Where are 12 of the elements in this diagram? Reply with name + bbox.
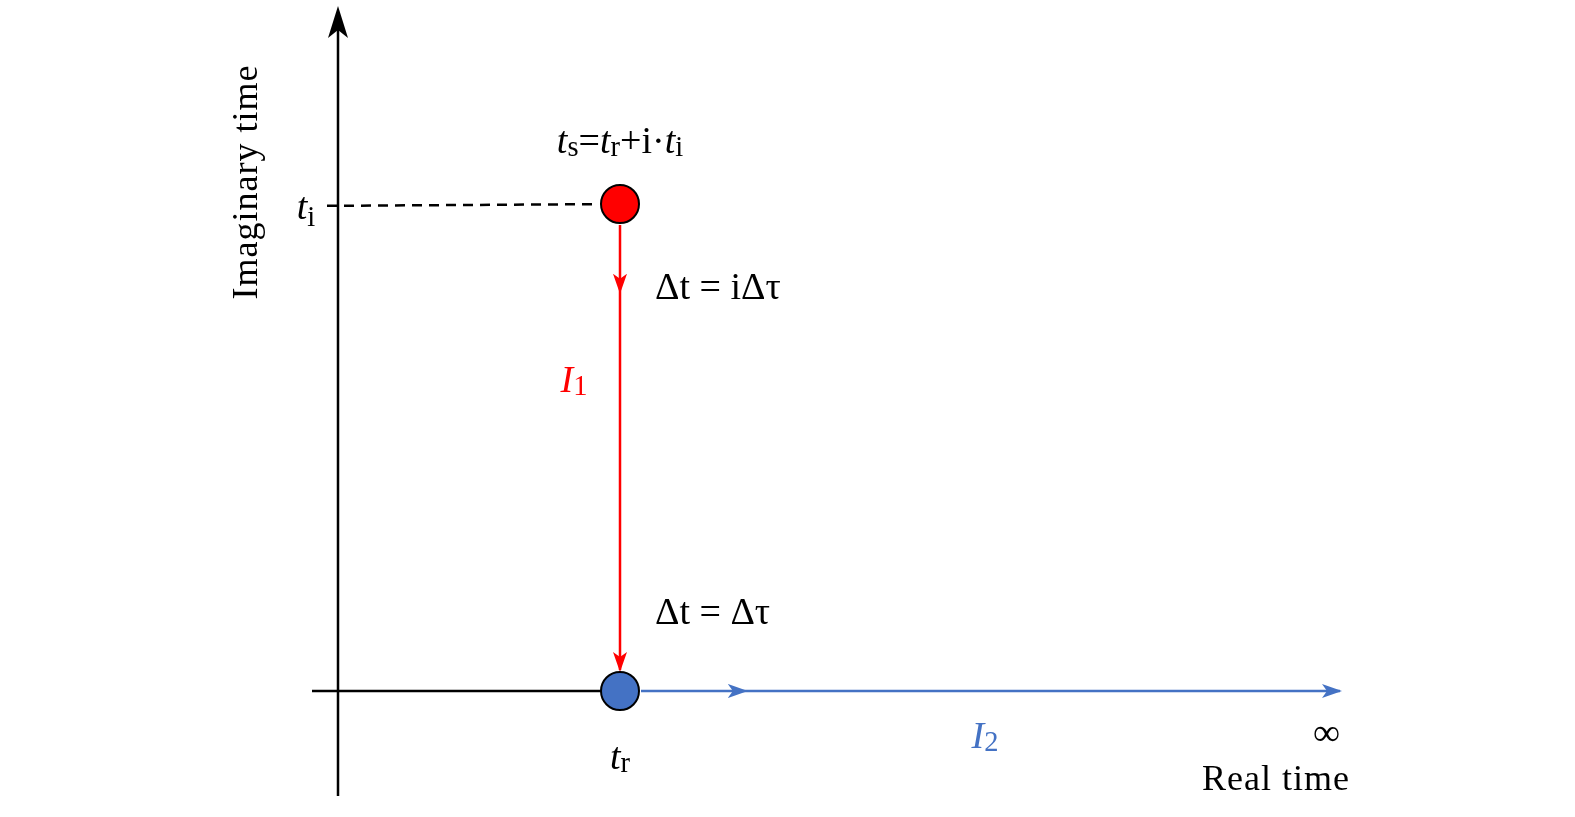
arrow [641, 684, 1342, 698]
equation-label: Δt = iΔτ [655, 264, 782, 309]
point-marker [600, 671, 640, 711]
axis-tick-label: t$_{i}$ [285, 182, 327, 230]
point-formula: t$_{s}$=t$_{r}$+i·t$_{i}$ [555, 118, 685, 165]
arrow [613, 225, 627, 671]
equation-label: Δt = Δτ [655, 589, 772, 634]
axis-title: Real time [1201, 757, 1350, 800]
point-marker [600, 184, 640, 224]
infinity-label: ∞ [1311, 710, 1340, 755]
point-formula: t$_{r}$ [608, 734, 632, 781]
axis-title: Imaginary time [227, 64, 263, 300]
